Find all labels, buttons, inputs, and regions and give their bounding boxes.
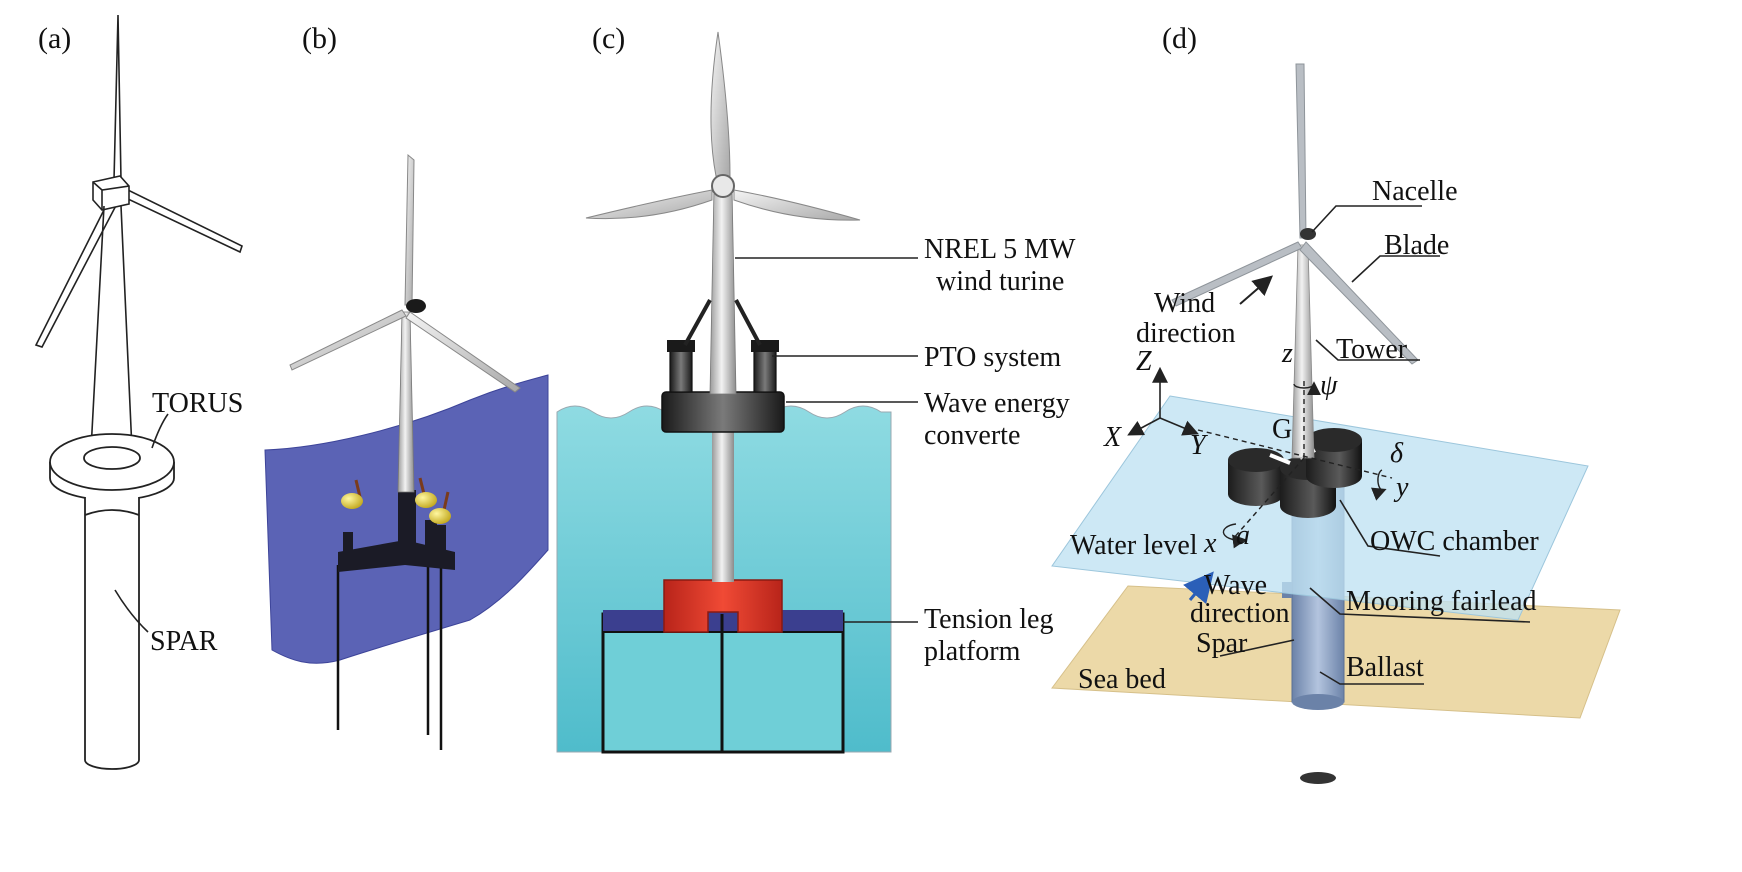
wave-arrow: [1183, 571, 1214, 605]
panel-a-tower: [90, 205, 133, 451]
panel-b-mooring: [336, 565, 443, 750]
spar-d-label: Spar: [1196, 628, 1248, 659]
wave-label-2: direction: [1190, 598, 1290, 629]
panel-d-label: (d): [1162, 22, 1197, 55]
buoy-3: [429, 508, 451, 524]
axis-x: x: [1203, 528, 1217, 559]
tower-label: Tower: [1336, 334, 1408, 365]
axis-Z: Z: [1136, 346, 1152, 377]
axis-y: y: [1393, 472, 1409, 503]
buoy-1: [341, 493, 363, 509]
wave-label-1: Wave: [1204, 570, 1267, 601]
panel-c-column: [712, 428, 734, 582]
panel-a-rotor: [34, 14, 243, 348]
axis-a: a: [1236, 520, 1250, 551]
water-level-label: Water level: [1070, 530, 1198, 561]
panel-b: (b): [264, 22, 549, 750]
owc-label: OWC chamber: [1370, 526, 1539, 557]
panel-a-blade-left: [34, 188, 123, 348]
axis-psi: ψ: [1320, 370, 1338, 401]
cog-label: G: [1272, 414, 1292, 445]
panel-d: (d): [1051, 22, 1621, 784]
wec-label-2: converte: [924, 420, 1020, 451]
panel-a-spar: [84, 497, 140, 770]
panel-b-tower: [397, 311, 415, 493]
panel-a: (a) TORUS SPAR: [34, 14, 243, 770]
panel-c-hub: [711, 174, 735, 198]
panel-c-tower: [709, 187, 737, 395]
panel-d-body-axes: [1197, 378, 1393, 541]
panel-b-label: (b): [302, 22, 337, 55]
panel-d-global-axes: [1127, 366, 1199, 436]
wind-label-2: direction: [1136, 318, 1236, 349]
panel-b-rotor: [289, 153, 521, 393]
tlp-label-2: platform: [924, 636, 1021, 667]
panel-d-rotor: [1171, 63, 1419, 365]
mooring-label: Mooring fairlead: [1346, 586, 1537, 617]
tlp-label-1: Tension leg: [924, 604, 1053, 635]
panel-a-blade-up: [113, 14, 122, 181]
panel-c-red-block: [663, 579, 783, 633]
panel-c-rotor: [585, 31, 861, 221]
axis-Y: Y: [1190, 430, 1209, 461]
panel-c-tlp: [601, 610, 845, 754]
panel-b-nacelle: [406, 299, 426, 313]
panel-a-label: (a): [38, 22, 71, 55]
wind-arrow: [1239, 275, 1274, 305]
spar-label: SPAR: [150, 626, 218, 657]
turbine-label-2: wind turine: [936, 266, 1064, 297]
wec-label-1: Wave energy: [924, 388, 1070, 419]
nacelle-label: Nacelle: [1372, 176, 1458, 207]
wind-label-1: Wind: [1154, 288, 1215, 319]
panel-c: (c): [556, 22, 1076, 754]
panel-d-tower: [1291, 244, 1315, 459]
blade-label: Blade: [1384, 230, 1449, 261]
buoy-2: [415, 492, 437, 508]
panel-c-label: (c): [592, 22, 625, 55]
panel-a-blade-right: [125, 188, 243, 254]
panel-a-torus: [49, 433, 175, 501]
turbine-label-1: NREL 5 MW: [924, 234, 1076, 265]
ballast-label: Ballast: [1346, 652, 1424, 683]
panel-d-rotation-arrows: [1222, 381, 1387, 549]
panel-d-owc: [1228, 428, 1362, 518]
pto-label: PTO system: [924, 342, 1061, 373]
sea-bed-label: Sea bed: [1078, 664, 1166, 695]
axis-z: z: [1281, 338, 1293, 369]
panel-b-buoys: [341, 477, 451, 524]
panel-a-nacelle: [92, 175, 130, 211]
panel-d-anchor: [1300, 772, 1336, 784]
panel-b-platform: [338, 490, 455, 572]
axis-X: X: [1103, 422, 1122, 453]
torus-label: TORUS: [152, 388, 243, 419]
axis-delta: δ: [1390, 438, 1404, 469]
